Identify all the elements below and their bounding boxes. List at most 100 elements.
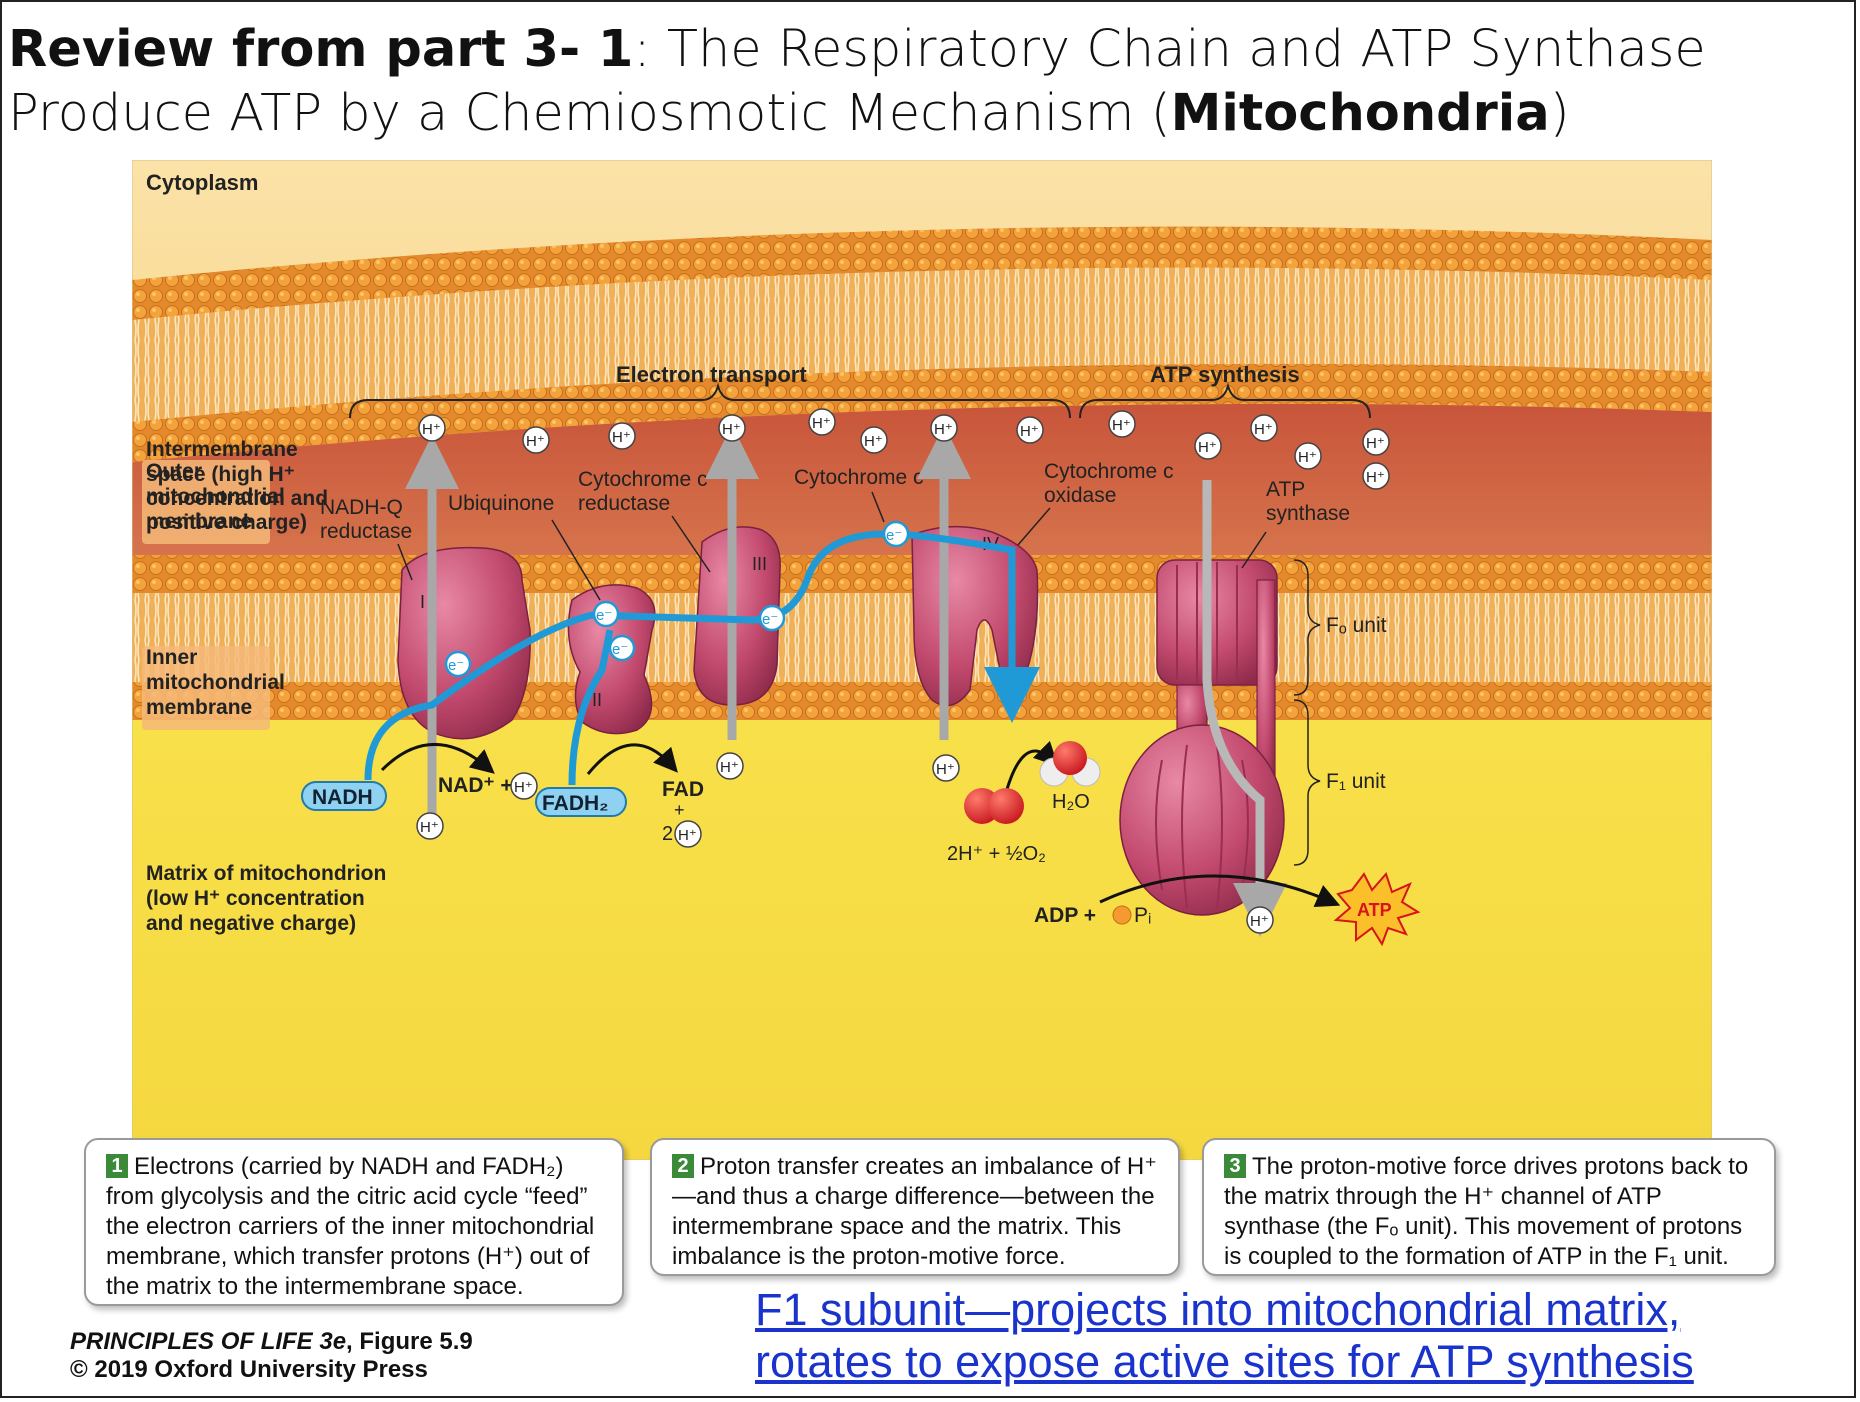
- ubiquinone-leader: [551, 519, 601, 601]
- proton-text: H⁺: [1254, 421, 1273, 438]
- fad-plus: +: [674, 800, 685, 820]
- title-text-a: : The Respiratory Chain and ATP Synthase…: [8, 20, 1706, 143]
- proton-bubble: H⁺: [1250, 414, 1278, 442]
- electron-transport-label: Electron transport: [616, 362, 807, 387]
- water-molecule: [1039, 741, 1101, 787]
- numeral-ii: II: [592, 690, 602, 710]
- atp-synthesis-brace: [1079, 382, 1371, 419]
- proton-bubble: H⁺: [1108, 410, 1136, 438]
- cyt-c-reductase-leader: [671, 515, 711, 573]
- proton-text: H⁺: [422, 421, 441, 438]
- fadh2-label: FADH₂: [542, 792, 609, 815]
- nadh-q-leader: [397, 543, 413, 581]
- numeral-i: I: [420, 592, 425, 612]
- credit-book: PRINCIPLES OF LIFE 3e: [70, 1328, 347, 1355]
- proton-bubble: H⁺: [674, 820, 702, 848]
- numeral-iii: III: [752, 554, 767, 574]
- title-bold-prefix: Review from part 3- 1: [8, 20, 634, 79]
- cyt-c-oxidase-label-1: Cytochrome c: [1044, 460, 1174, 483]
- proton-bubble: H⁺: [608, 422, 636, 450]
- electron-path-ii: [568, 629, 614, 786]
- proton-text: H⁺: [936, 761, 955, 778]
- proton-text: H⁺: [612, 429, 631, 446]
- cyt-c-label: Cytochrome c: [794, 466, 924, 489]
- proton-bubble: H⁺: [418, 414, 446, 442]
- inner-membrane-label: Inner mitochondrial membrane: [142, 646, 285, 730]
- matrix-label-2: (low H⁺ concentration: [146, 887, 365, 910]
- electron-text: e⁻: [448, 657, 464, 674]
- proton-text: H⁺: [514, 779, 533, 796]
- outer-membrane-label-3: membrane: [146, 510, 252, 533]
- electron-transport-brace: [349, 382, 1071, 419]
- phosphate-dot: [1112, 905, 1132, 925]
- proton-text: H⁺: [526, 433, 545, 450]
- f1-brace: [1293, 699, 1321, 866]
- title-bold-word: Mitochondria: [1170, 84, 1550, 143]
- proton-bubble: H⁺: [1016, 416, 1044, 444]
- proton-text: H⁺: [720, 759, 739, 776]
- step-number-1: 1: [106, 1154, 128, 1178]
- caption-1-text: Electrons (carried by NADH and FADH₂) fr…: [106, 1153, 595, 1300]
- matrix-label-1: Matrix of mitochondrion: [146, 862, 386, 885]
- nadh-label: NADH: [312, 786, 373, 809]
- credit-figure: , Figure 5.9: [346, 1328, 473, 1355]
- note-line-2[interactable]: rotates to expose active sites for ATP s…: [755, 1336, 1694, 1387]
- matrix-region: [132, 720, 1712, 1160]
- electron-text: e⁻: [596, 607, 612, 624]
- step-number-2: 2: [672, 1154, 694, 1178]
- oxygen-molecule: [964, 788, 1024, 824]
- cyt-c-oxidase-leader: [1017, 507, 1051, 546]
- outer-membrane-label-2: mitochondrial: [146, 485, 285, 508]
- adp-label: ADP +: [1034, 904, 1096, 927]
- proton-text: H⁺: [1020, 423, 1039, 440]
- atp-reaction-arrow: [1099, 874, 1341, 908]
- electron-bubble: e⁻: [608, 634, 636, 662]
- proton-bubble: H⁺: [932, 754, 960, 782]
- electron-bubble: e⁻: [592, 600, 620, 628]
- proton-text: H⁺: [1250, 913, 1269, 930]
- outer-membrane-top: [132, 226, 1712, 320]
- nadh-reaction-arrow: [380, 743, 495, 774]
- electron-bubble: e⁻: [882, 520, 910, 548]
- inner-membrane-label-2: mitochondrial: [146, 671, 285, 694]
- f1-subunit-note-link[interactable]: F1 subunit—projects into mitochondrial m…: [755, 1284, 1694, 1388]
- intermembrane-line-1: Intermembrane: [146, 438, 298, 461]
- intermembrane-line-3: concentration and: [146, 487, 328, 510]
- fo-brace: [1293, 559, 1321, 696]
- caption-3-text: The proton-motive force drives protons b…: [1224, 1153, 1749, 1270]
- nadh-q-label-2: reductase: [320, 520, 412, 543]
- electron-bubble: e⁻: [444, 650, 472, 678]
- nadh-capsule: [301, 781, 387, 811]
- electron-text: e⁻: [762, 611, 778, 628]
- atp-synthase-leader: [1241, 531, 1267, 569]
- atp-synthesis-label: ATP synthesis: [1150, 362, 1300, 387]
- cyt-c-leader: [871, 491, 885, 523]
- inner-membrane-label-1: Inner: [146, 646, 197, 669]
- electron-text: e⁻: [612, 641, 628, 658]
- proton-text: H⁺: [1298, 449, 1317, 466]
- electron-bubble: e⁻: [758, 604, 786, 632]
- matrix-label-3: and negative charge): [146, 912, 356, 935]
- proton-text: H⁺: [812, 415, 831, 432]
- intermembrane-label-block: Intermembrane space (high H⁺ concentrati…: [146, 438, 328, 534]
- fadh2-capsule: [535, 787, 627, 817]
- title-text-b: ): [1549, 84, 1570, 143]
- water-label: H₂O: [1052, 791, 1090, 813]
- proton-bubble: H⁺: [860, 426, 888, 454]
- proton-bubble: H⁺: [1246, 906, 1274, 934]
- atp-synthase-f1: [1119, 684, 1285, 916]
- outer-membrane-bottom: [132, 363, 1712, 462]
- proton-text: H⁺: [864, 433, 883, 450]
- outer-membrane-label-1: Outer: [146, 460, 202, 483]
- f1-unit-label: F₁ unit: [1326, 770, 1386, 793]
- caption-2-text: Proton transfer creates an imbalance of …: [672, 1153, 1157, 1270]
- credit-line-1: PRINCIPLES OF LIFE 3e, Figure 5.9: [70, 1328, 473, 1356]
- matrix-label: Matrix of mitochondrion (low H⁺ concentr…: [146, 862, 386, 935]
- note-line-1[interactable]: F1 subunit—projects into mitochondrial m…: [755, 1284, 1681, 1335]
- fad-two: 2: [662, 823, 673, 845]
- electron-text: e⁻: [886, 527, 902, 544]
- proton-bubble: H⁺: [522, 426, 550, 454]
